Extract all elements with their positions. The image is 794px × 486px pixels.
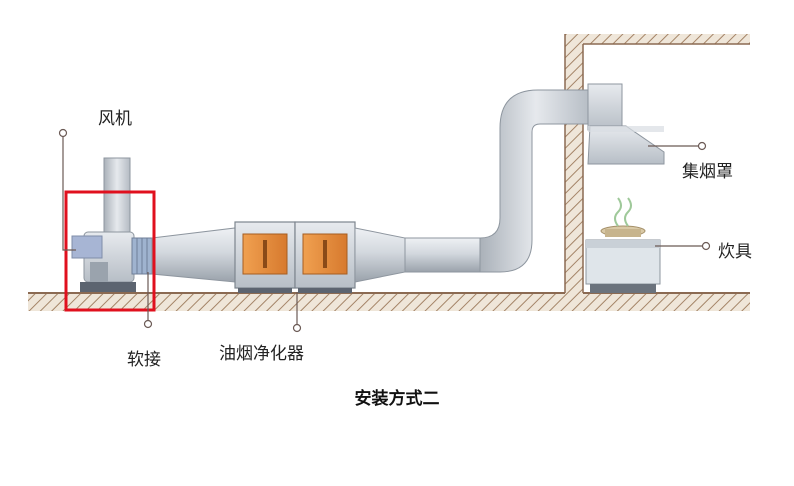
purifier-unit-2 bbox=[294, 221, 356, 293]
hood-label: 集烟罩 bbox=[682, 162, 733, 182]
purifier-label: 油烟净化器 bbox=[219, 344, 304, 364]
floor bbox=[28, 292, 750, 311]
purifier-unit-1 bbox=[234, 221, 296, 293]
stove bbox=[585, 197, 661, 293]
fan-unit bbox=[71, 157, 136, 292]
flex-joint bbox=[131, 237, 153, 275]
highlight-box bbox=[64, 190, 156, 312]
diagram-caption: 安装方式二 bbox=[354, 389, 440, 409]
outlet-transition bbox=[354, 227, 406, 283]
smoke-hood bbox=[587, 125, 665, 165]
leader-lines bbox=[58, 128, 711, 333]
stove-label: 炊具 bbox=[718, 242, 752, 262]
flex-joint-label: 软接 bbox=[127, 350, 161, 370]
fan-label: 风机 bbox=[98, 109, 132, 129]
inlet-transition bbox=[151, 227, 236, 283]
